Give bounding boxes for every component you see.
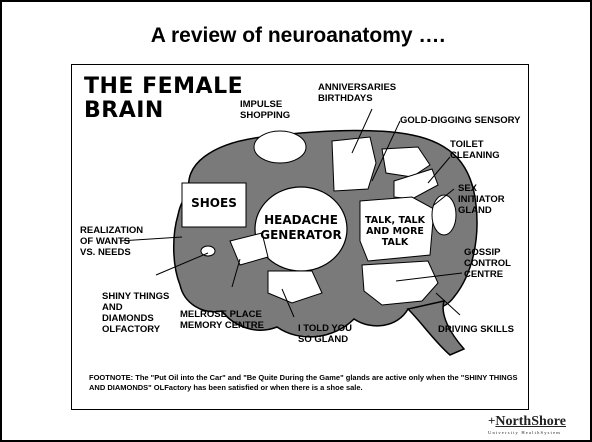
sex-initiator-label: SEX INITIATOR GLAND [458,183,505,216]
shoes-label: SHOES [182,196,246,210]
olfactory-region [201,246,215,256]
i-told-you-label: I TOLD YOU SO GLAND [298,323,352,345]
gossip-label: GOSSIP CONTROL CENTRE [464,247,511,280]
female-brain-cartoon: THE FEMALE BRAIN SHOES HEADACHE GENERATO… [71,64,529,410]
anniversaries-label: ANNIVERSARIES BIRTHDAYS [318,82,396,104]
toilet-cleaning-label: TOILET CLEANING [450,139,500,161]
talk-label: TALK, TALK AND MORE TALK [364,215,426,248]
impulse-shopping-region [254,131,306,163]
shiny-things-label: SHINY THINGS AND DIAMONDS OLFACTORY [102,291,169,335]
slide-title: A review of neuroanatomy …. [2,24,592,48]
gold-digging-label: GOLD-DIGGING SENSORY [400,115,521,126]
headache-generator-label: HEADACHE GENERATOR [258,213,344,243]
logo-subtitle: University HealthSystem [488,430,566,435]
cartoon-title: THE FEMALE BRAIN [84,75,243,123]
impulse-shopping-label: IMPULSE SHOPPING [240,99,290,121]
driving-skills-label: DRIVING SKILLS [438,324,514,335]
logo-name: NorthShore [495,414,566,429]
melrose-label: MELROSE PLACE MEMORY CENTRE [180,309,264,331]
realization-label: REALIZATION OF WANTS VS. NEEDS [80,225,143,258]
northshore-logo: +NorthShore University HealthSystem [488,414,566,435]
frontal-region [432,195,456,235]
footnote: FOOTNOTE: The "Put Oil into the Car" and… [89,373,519,393]
anniversaries-region [332,137,376,191]
